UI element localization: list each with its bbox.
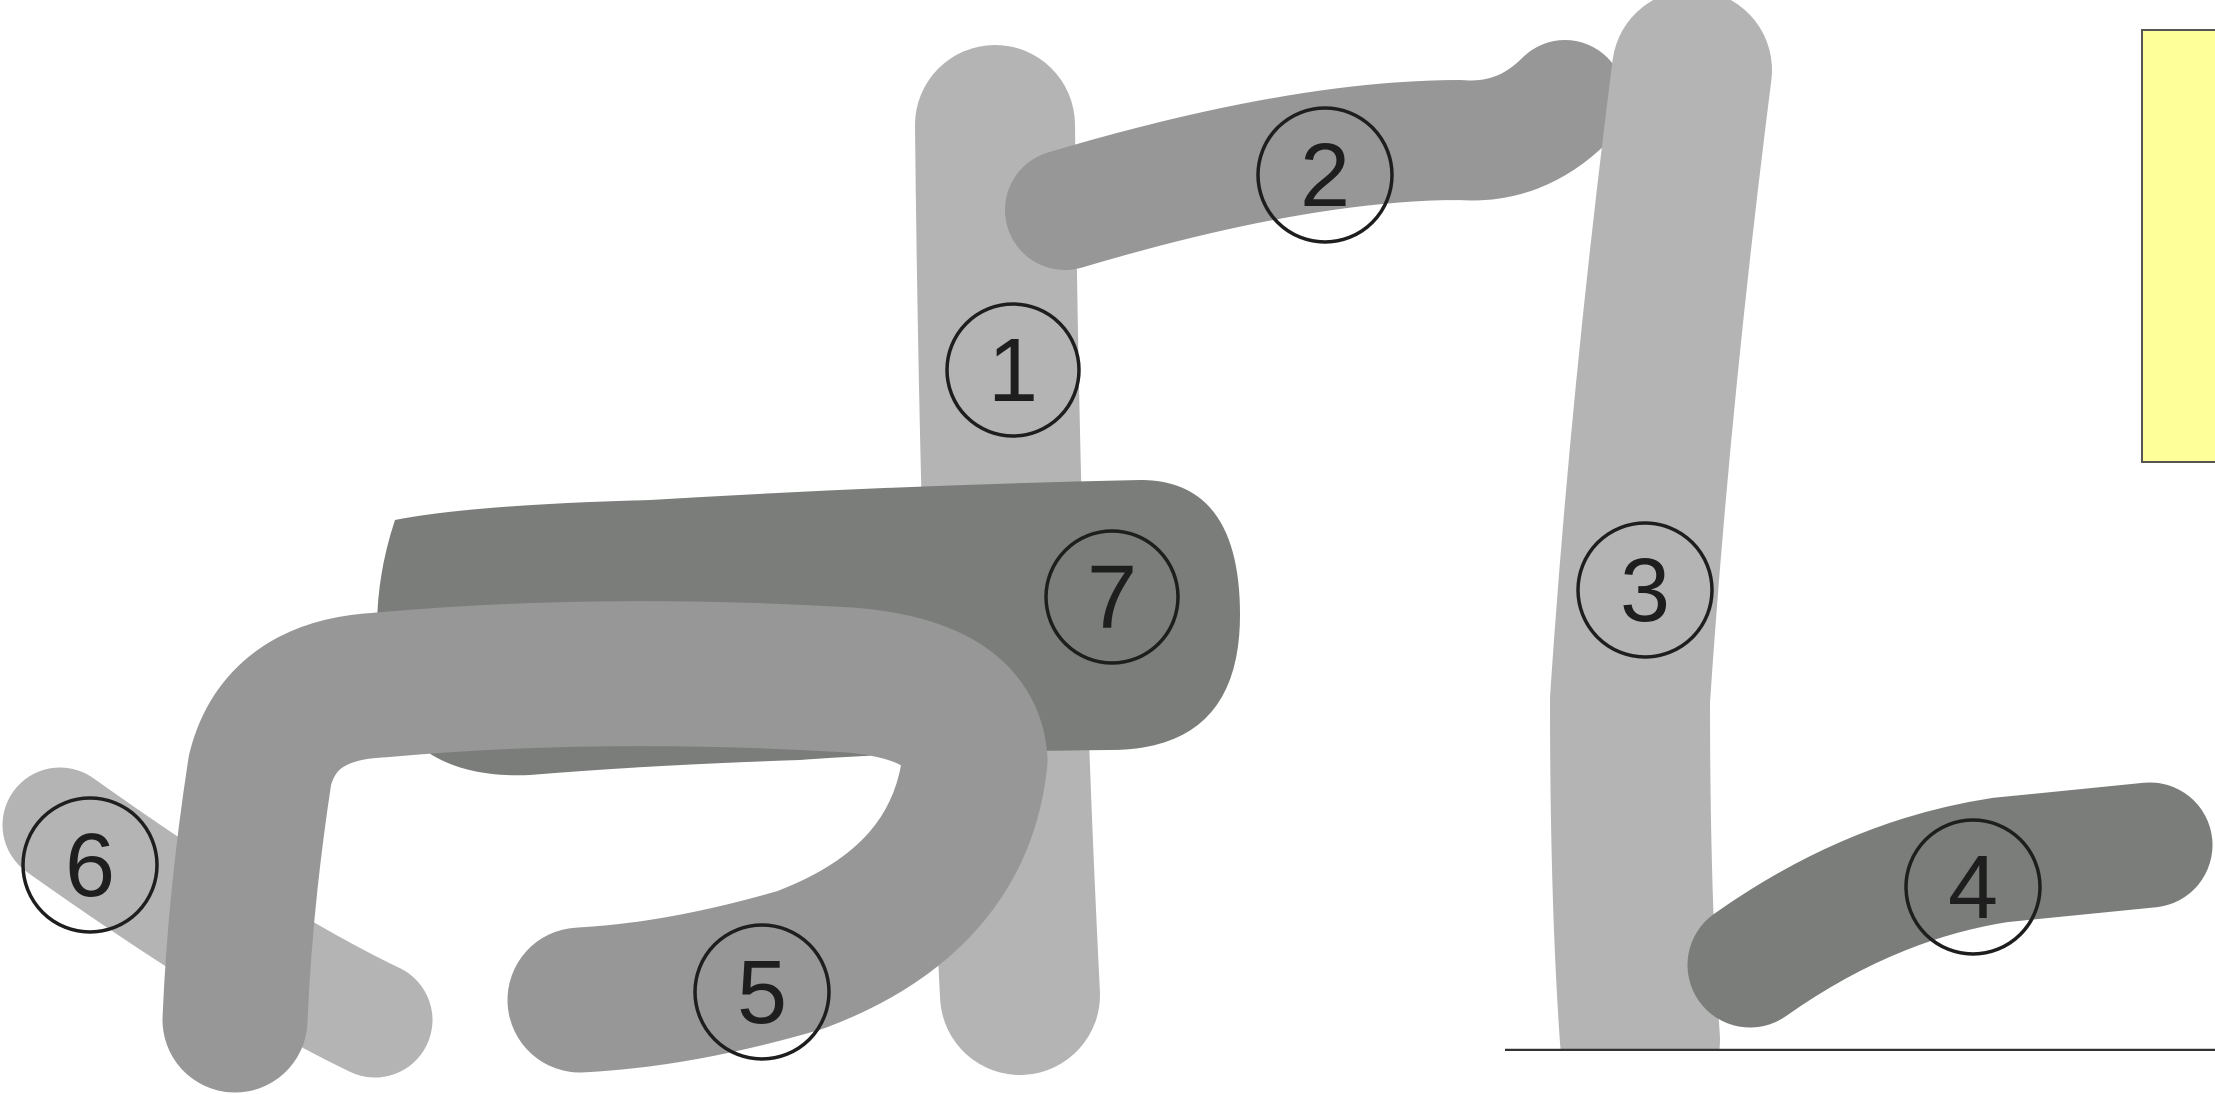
svg-text:3: 3: [1620, 541, 1670, 641]
svg-text:7: 7: [1087, 548, 1137, 648]
floor-band: [1505, 1051, 2215, 1094]
svg-text:2: 2: [1300, 126, 1350, 226]
svg-text:6: 6: [65, 816, 115, 916]
note-box: [2142, 30, 2215, 462]
svg-text:1: 1: [988, 321, 1038, 421]
svg-text:5: 5: [737, 943, 787, 1043]
svg-text:4: 4: [1948, 838, 1998, 938]
